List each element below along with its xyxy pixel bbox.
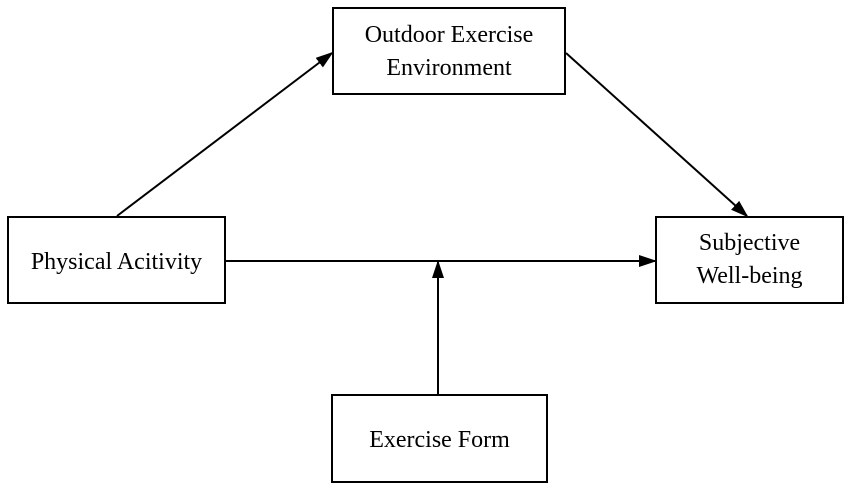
node-exercise-form: Exercise Form [331, 394, 548, 483]
arrow-physical-to-outdoor [116, 51, 334, 217]
arrow-outdoor-to-subjective [565, 52, 749, 218]
node-label: Outdoor Exercise Environment [364, 22, 534, 81]
node-label: Subjective Well-being [696, 230, 803, 289]
node-label: Exercise Form [369, 427, 510, 453]
node-physical-activity: Physical Acitivity [7, 216, 226, 304]
node-subjective-well-being: Subjective Well-being [655, 216, 844, 304]
node-outdoor-exercise-environment: Outdoor Exercise Environment [332, 7, 566, 95]
node-label: Physical Acitivity [30, 248, 203, 275]
